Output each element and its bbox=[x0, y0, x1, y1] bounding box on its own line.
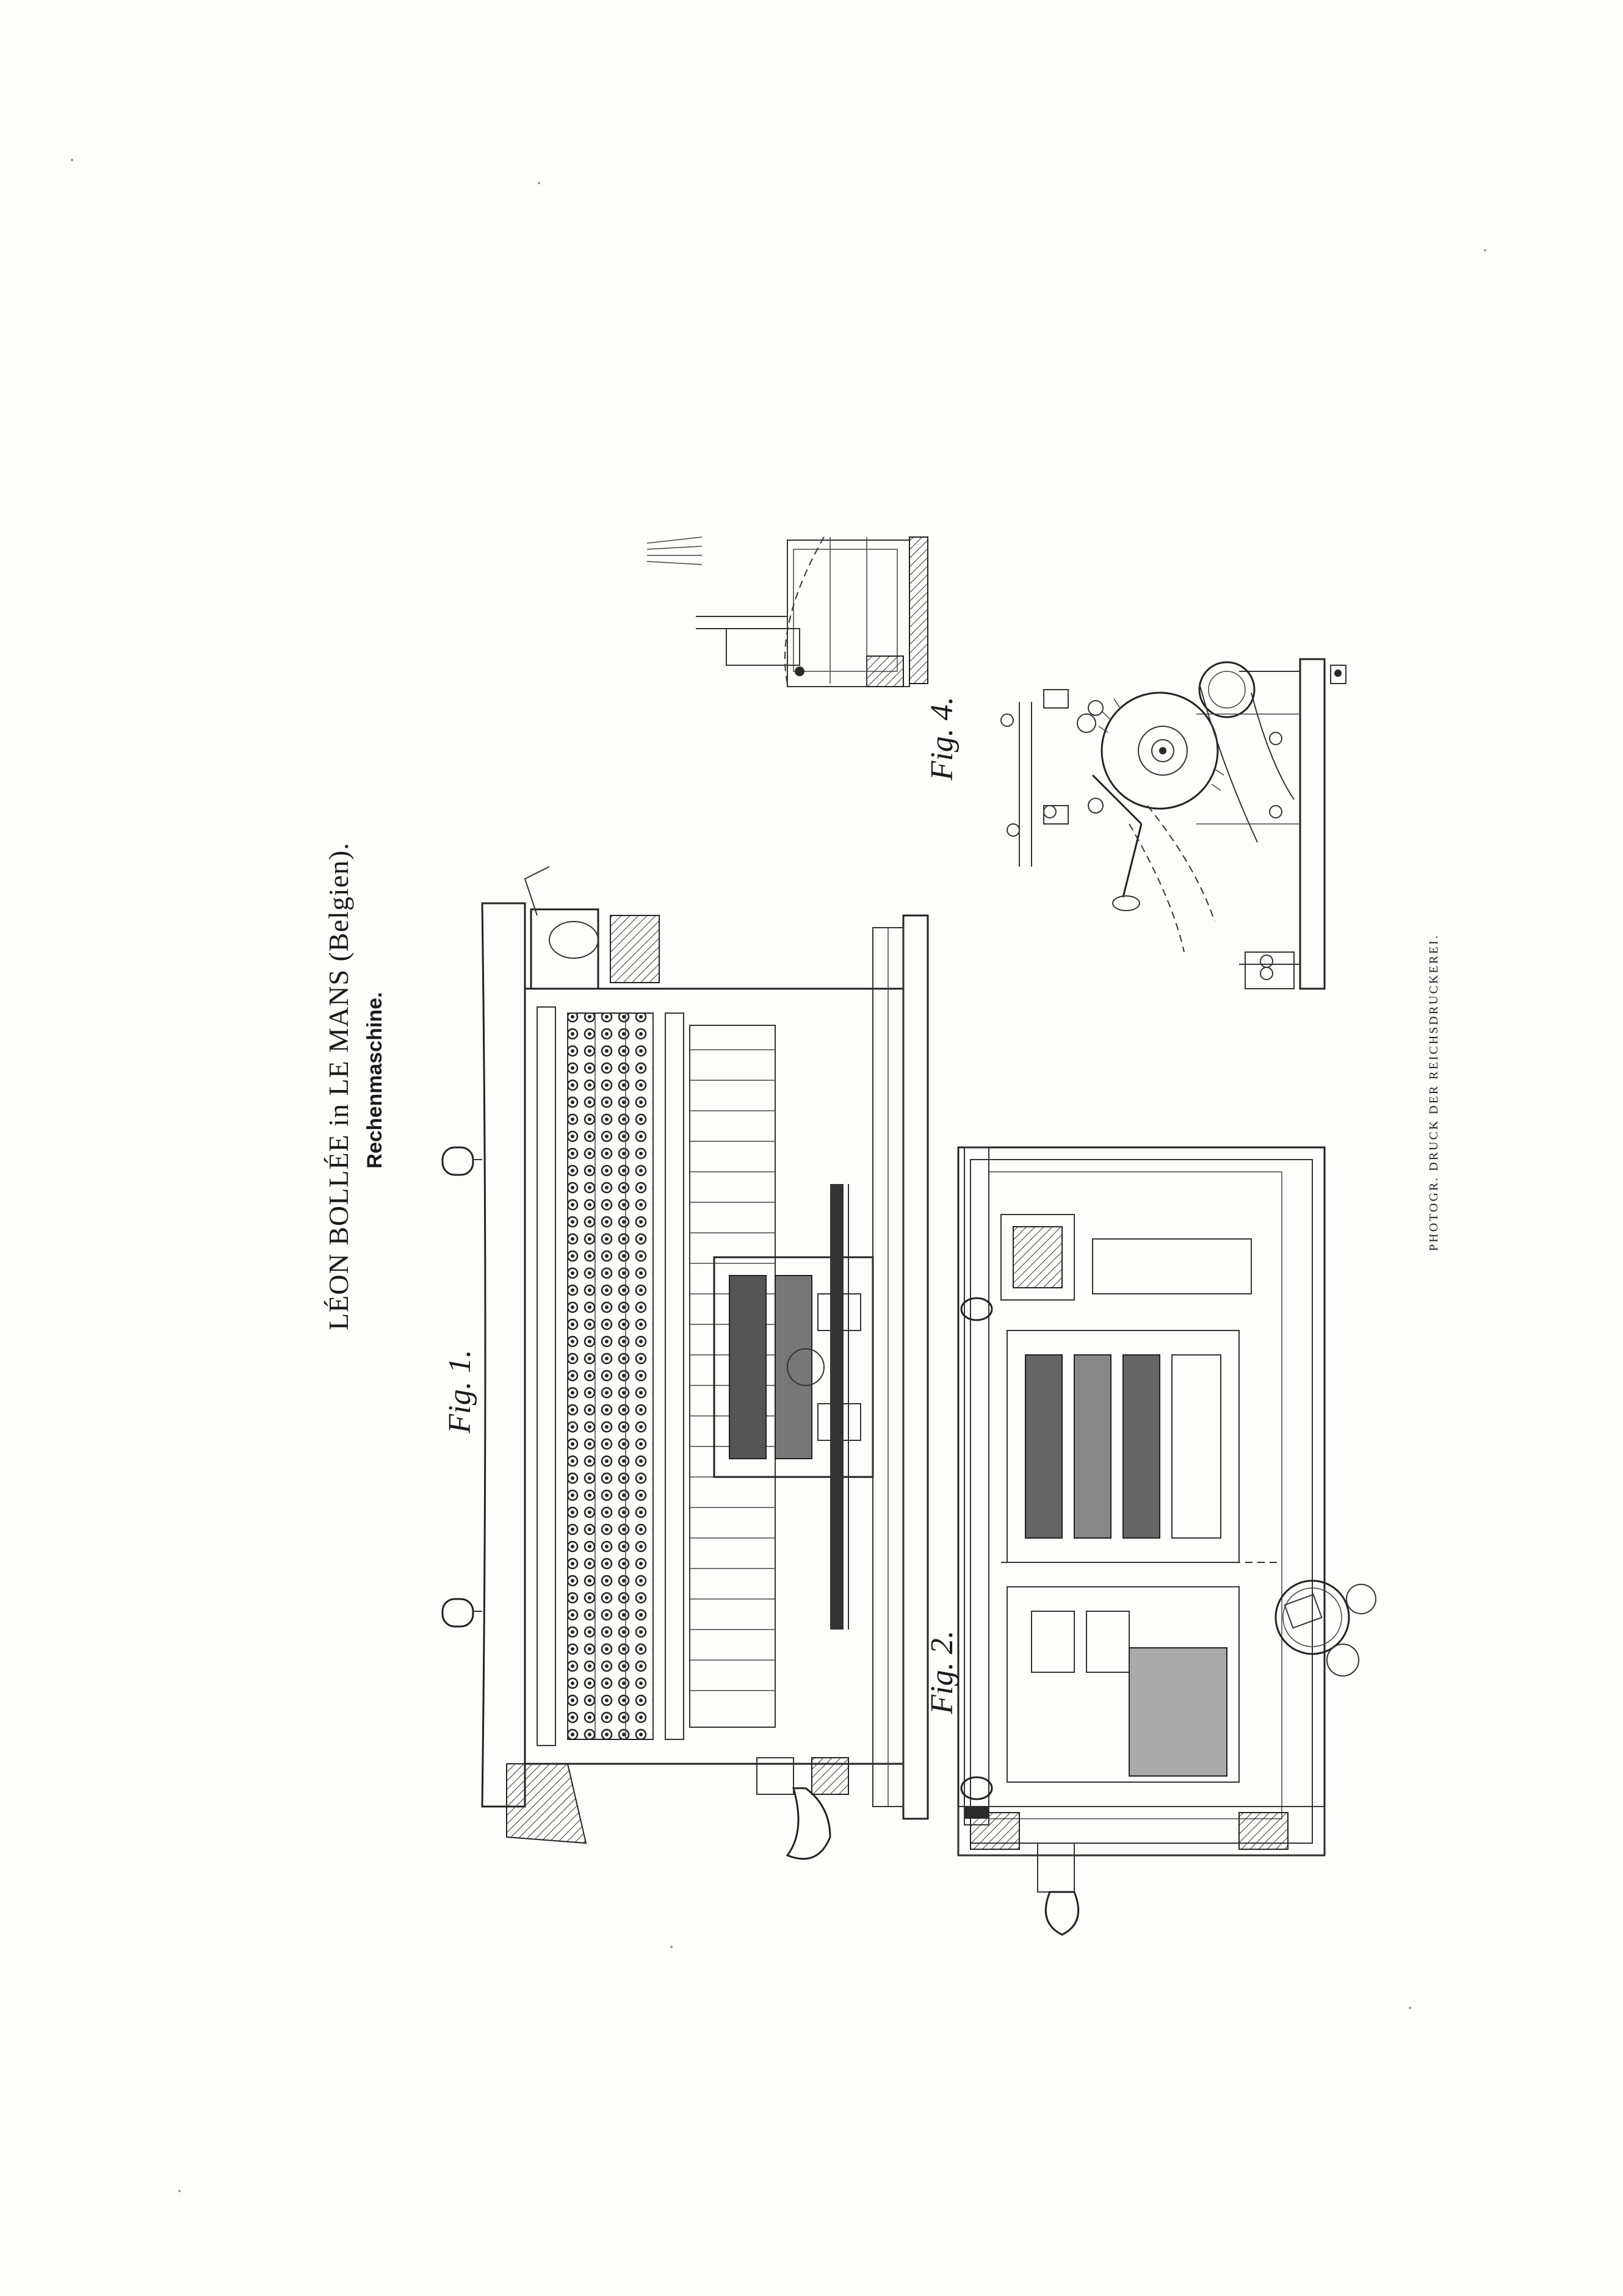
fig3-spring-lines bbox=[646, 536, 703, 565]
fig4-upper-disk bbox=[1198, 661, 1295, 843]
fig3-lever bbox=[696, 616, 804, 676]
scan-specks bbox=[71, 159, 1486, 2192]
machine-cover bbox=[481, 902, 526, 1808]
document-title: LÉON BOLLÉE in LE MANS (Belgien). bbox=[323, 842, 354, 1330]
fig2-gear-wheel bbox=[1274, 1579, 1376, 1677]
machine-base bbox=[902, 914, 929, 1820]
fig4-lever-arms bbox=[1000, 689, 1215, 953]
fig4-base-plate bbox=[1299, 658, 1326, 990]
figure-1-label: Fig. 1. bbox=[443, 1349, 477, 1434]
figure-3-detail bbox=[646, 536, 928, 687]
fig2-crank bbox=[1044, 1891, 1080, 1936]
document-subtitle: Rechenmaschine. bbox=[363, 992, 386, 1168]
fig4-main-gear bbox=[1098, 691, 1224, 810]
figure-4: Fig. 4. bbox=[925, 658, 1346, 990]
setting-buttons bbox=[567, 1013, 654, 1740]
figure-1: Fig. 1. bbox=[441, 866, 929, 1860]
header: LÉON BOLLÉE in LE MANS (Belgien). Rechen… bbox=[323, 842, 386, 1330]
figure-4-label: Fig. 4. bbox=[925, 696, 960, 781]
knob-k bbox=[441, 1146, 474, 1176]
carriage bbox=[713, 1256, 874, 1478]
knob-j bbox=[441, 1598, 474, 1628]
crank-handle bbox=[506, 1757, 849, 1860]
gear-assembly-right bbox=[524, 866, 660, 990]
toothed-rack bbox=[830, 1184, 844, 1630]
fig2-mechanism bbox=[1000, 1190, 1313, 1831]
figure-2: Fig. 2. bbox=[925, 1146, 1376, 1936]
printer-imprint: PHOTOGR. DRUCK DER REICHSDRUCKEREI. bbox=[1427, 934, 1440, 1251]
figure-2-label: Fig. 2. bbox=[925, 1630, 960, 1714]
